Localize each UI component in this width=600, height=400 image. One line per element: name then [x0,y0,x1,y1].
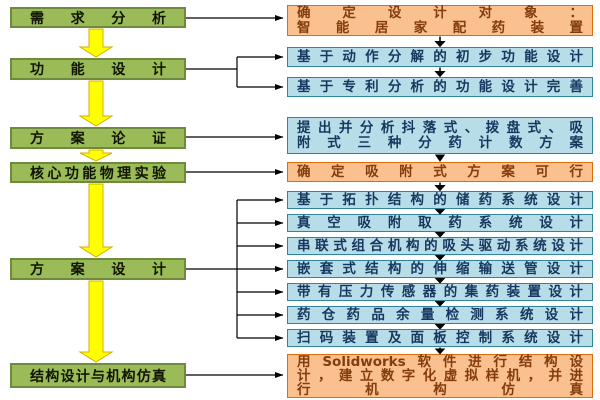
connector-branch [186,57,238,87]
box-text: 确定设计对象： 智能居家配药装置 [297,4,583,36]
yellow-down-arrow-icon [78,28,114,58]
box-text: 提出并分析抖落式、拨盘式、吸 附式三种分药计数方案 [297,119,583,151]
yellow-down-arrow-icon [79,149,113,162]
down-arrow-icon [434,154,446,162]
box-patent-function-design: 基于专利分析的功能设计完善 [287,77,593,97]
connector-branch [186,200,238,338]
step-structure-design-simulation: 结构设计与机构仿真 [10,363,186,388]
step-label: 方案设计 [30,262,166,278]
step-label: 功能设计 [30,62,166,78]
box-text: 串联式组合机构的吸头驱动系统设计 [297,237,583,254]
box-telescopic-tube-design: 嵌套式结构的伸缩输送管设计 [287,260,593,278]
step-label: 需求分析 [30,10,166,27]
box-text: 带有压力传感器的集药装置设计 [297,283,583,300]
step-core-physical-experiment: 核心功能物理实验 [10,162,186,183]
box-storage-system: 基于拓扑结构的储药系统设计 [287,191,593,209]
box-scan-and-panel-control: 扫码装置及面板控制系统设计 [287,329,593,347]
box-preliminary-function-design: 基于动作分解的初步功能设计 [287,47,593,67]
step-scheme-demonstration: 方案论证 [10,127,186,149]
yellow-down-arrow-icon [78,80,114,127]
down-arrow-icon [434,41,446,48]
box-three-counting-schemes: 提出并分析抖落式、拨盘式、吸 附式三种分药计数方案 [287,117,593,154]
box-adsorption-feasible: 确定吸附式方案可行 [287,162,593,182]
box-suction-head-drive-system: 串联式组合机构的吸头驱动系统设计 [287,237,593,255]
box-text: 基于专利分析的功能设计完善 [297,78,583,95]
step-function-design: 功能设计 [10,58,186,80]
step-label: 核心功能物理实验 [30,165,166,182]
box-remaining-drug-detection: 药仓药品余量检测系统设计 [287,306,593,324]
box-design-target: 确定设计对象： 智能居家配药装置 [287,5,593,36]
box-collection-device-design: 带有压力传感器的集药装置设计 [287,283,593,301]
box-text: 真空吸附取药系统设计 [297,214,583,231]
down-arrow-icon [434,71,446,78]
box-text: 扫码装置及面板控制系统设计 [297,329,583,346]
down-arrow-icon [434,185,446,192]
yellow-down-arrow-icon [78,280,114,363]
box-text: 基于动作分解的初步功能设计 [297,48,583,65]
step-label: 方案论证 [30,131,166,147]
box-solidworks-simulation: 用Solidworks软件进行结构设 计，建立数字化虚拟样机，并进 行机构仿真 [287,354,593,398]
step-requirement-analysis: 需求分析 [10,7,186,28]
box-text: 药仓药品余量检测系统设计 [297,306,583,323]
yellow-down-arrow-icon [78,183,114,258]
step-to-box-connectors [186,15,284,378]
box-text: 嵌套式结构的伸缩输送管设计 [297,260,583,277]
box-text: 确定吸附式方案可行 [297,163,583,180]
box-text: 用Solidworks软件进行结构设 计，建立数字化虚拟样机，并进 行机构仿真 [297,354,583,398]
step-label: 结构设计与机构仿真 [30,368,166,385]
step-scheme-design: 方案设计 [10,258,186,280]
box-text: 基于拓扑结构的储药系统设计 [297,191,583,208]
box-vacuum-pickup-system: 真空吸附取药系统设计 [287,214,593,232]
